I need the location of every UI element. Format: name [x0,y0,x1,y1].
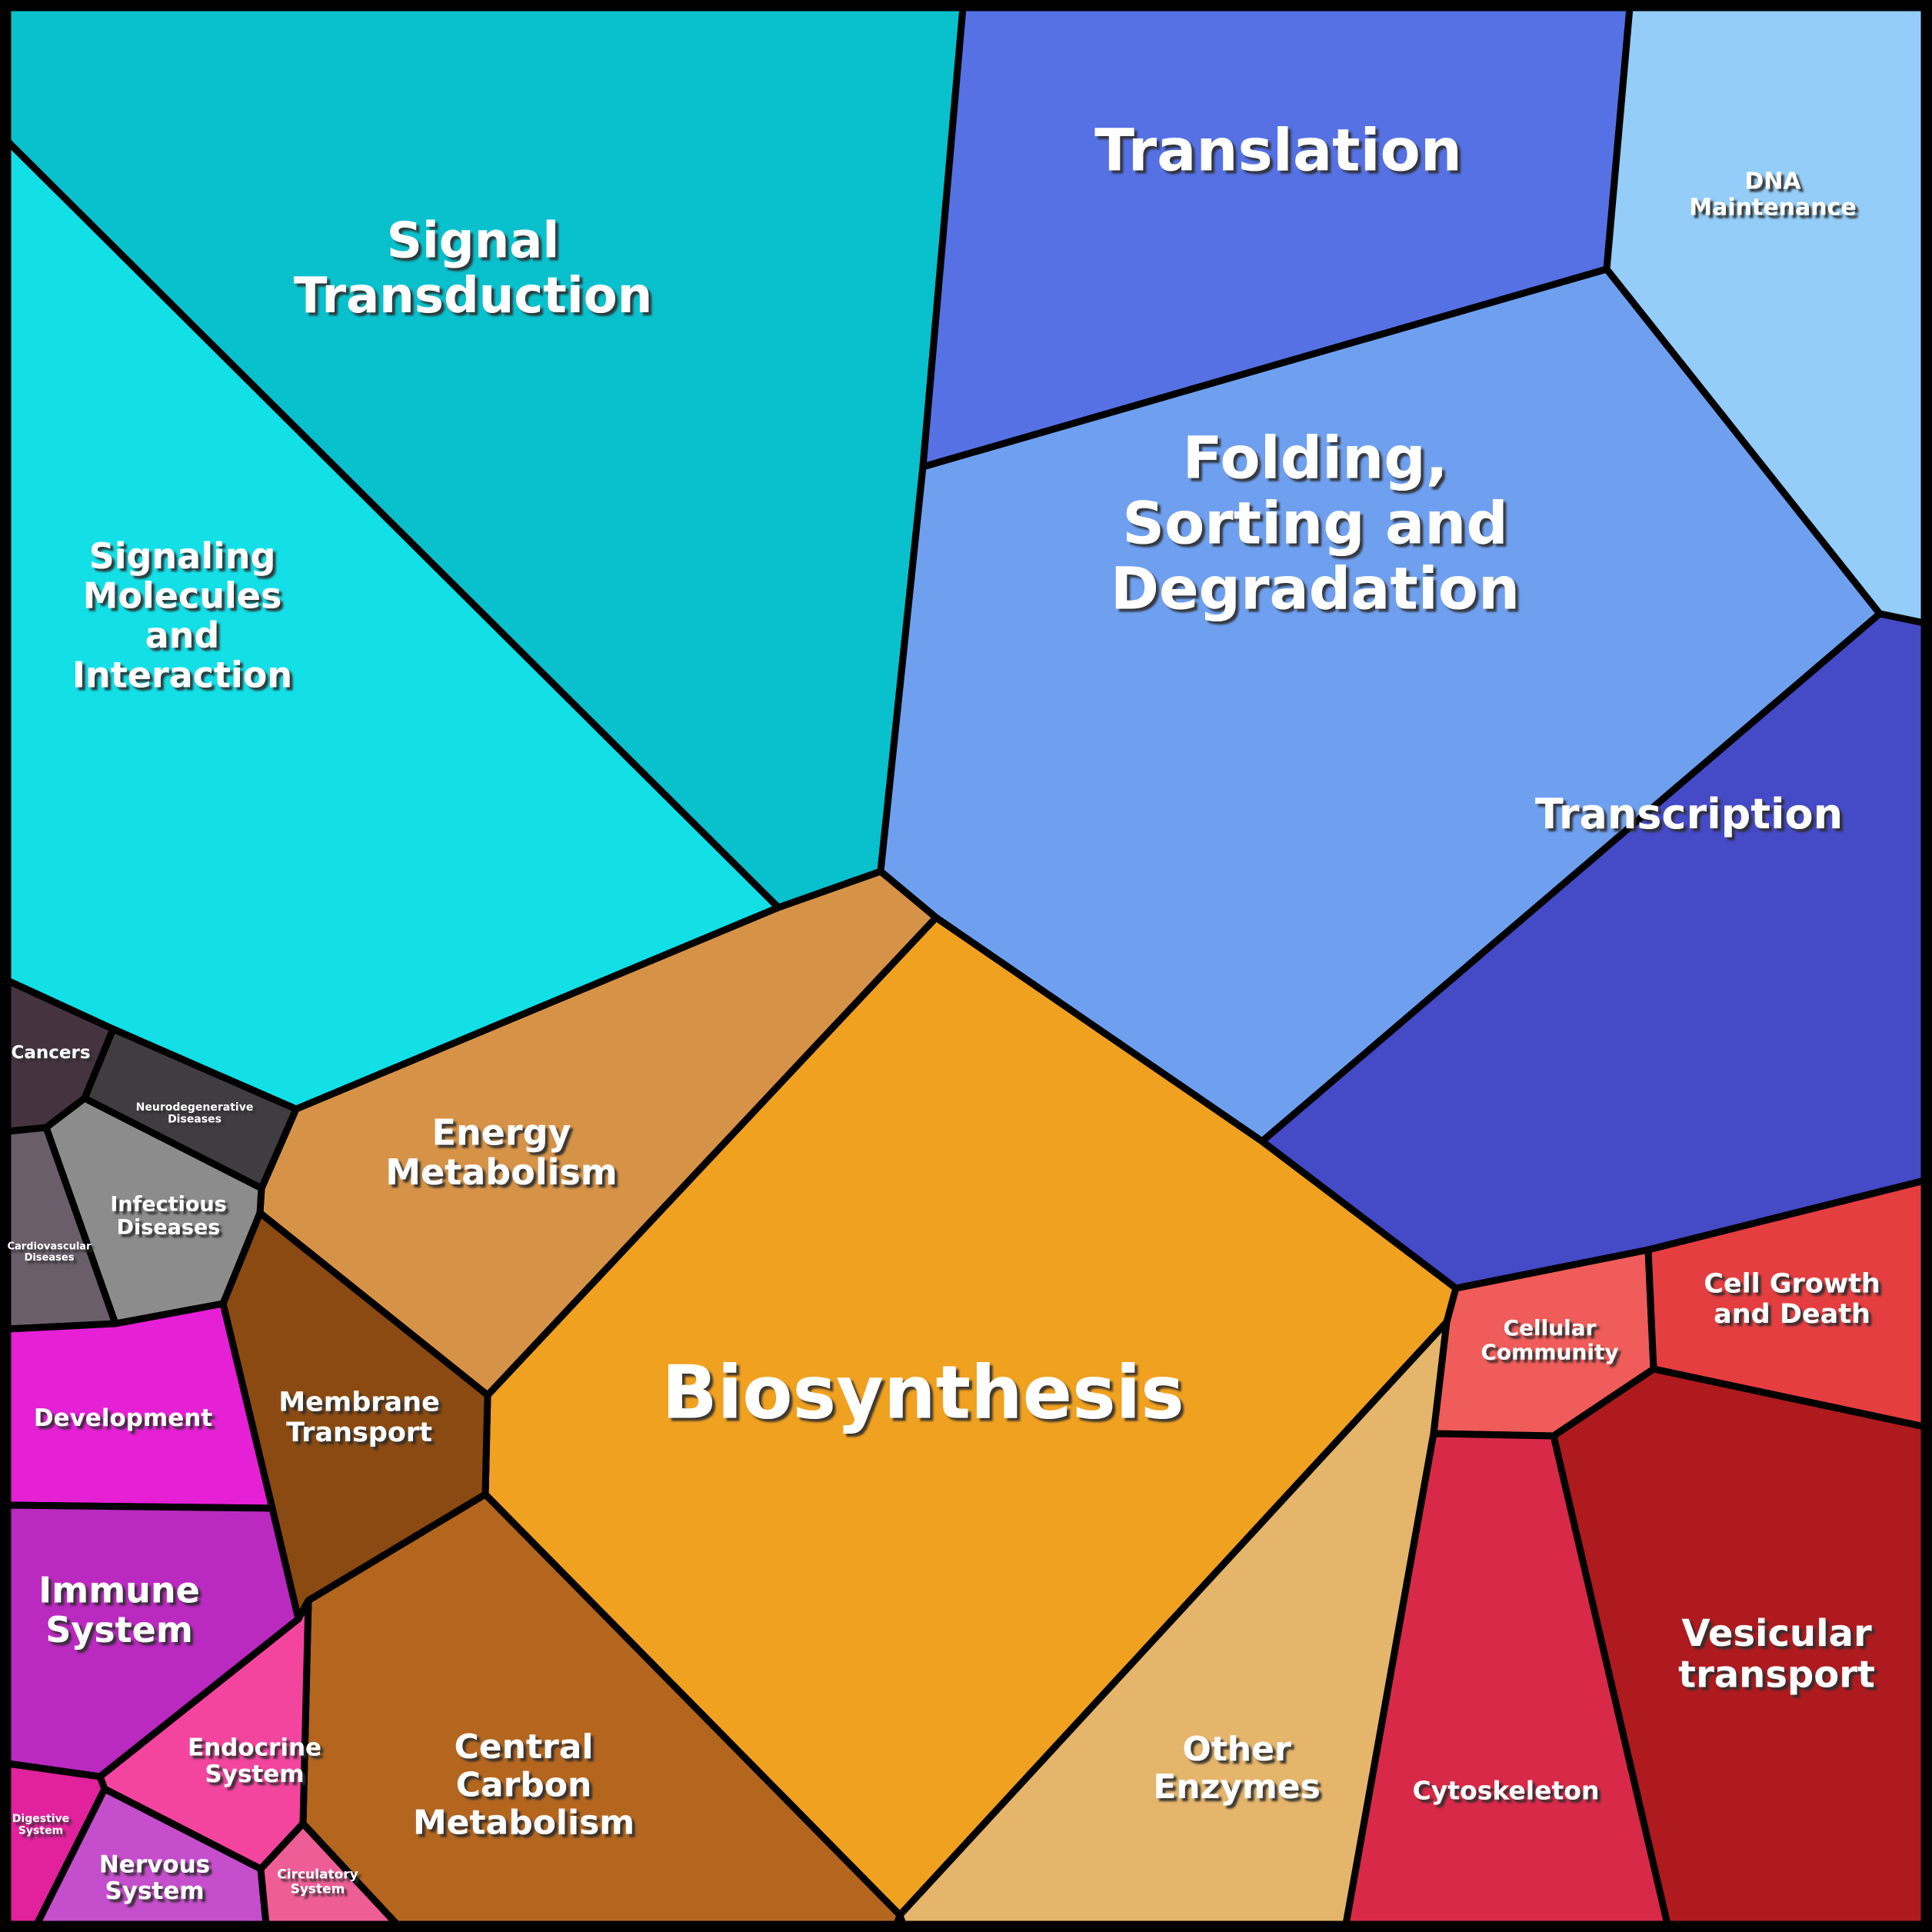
region-label-line: Transduction [294,268,652,325]
region-label-line: Biosynthesis [661,1351,1184,1435]
region-label-cytoskeleton: Cytoskeleton [1413,1776,1600,1806]
region-label-line: System [45,1609,193,1651]
region-label-line: Cytoskeleton [1413,1776,1600,1806]
region-label-line: Transcription [1535,790,1843,838]
region-label-line: Central [455,1727,594,1767]
region-label-line: Molecules [83,575,282,616]
region-label-line: Community [1481,1339,1618,1364]
region-label-line: Metabolism [385,1151,617,1193]
region-label-line: Enzymes [1153,1767,1321,1807]
region-label-line: Maintenance [1689,194,1857,221]
region-label-line: Signal [387,213,560,270]
region-label-translation: Translation [1094,116,1462,185]
region-development [4,1300,276,1512]
region-label-line: System [105,1877,204,1905]
region-label-line: Diseases [117,1216,221,1240]
region-label-line: Diseases [168,1114,222,1126]
region-label-line: Cardiovascular [7,1241,92,1252]
region-label-line: Metabolism [413,1804,635,1843]
region-label-line: Translation [1094,116,1462,185]
region-label-line: Membrane [278,1387,440,1418]
region-label-cancers: Cancers [11,1043,90,1063]
region-label-biosynthesis: Biosynthesis [661,1351,1184,1435]
region-label-line: System [291,1881,345,1897]
region-label-line: System [205,1760,304,1788]
region-label-line: Nervous [99,1850,210,1878]
region-label-line: Sorting and [1122,489,1508,558]
region-label-line: Cellular [1504,1315,1597,1341]
region-vesicular-transport [1550,1365,1928,1928]
region-label-line: System [18,1825,63,1837]
region-label-line: Circulatory [277,1867,358,1882]
region-label-line: Endocrine [188,1734,321,1761]
region-label-development: Development [34,1404,212,1432]
region-label-line: Folding, [1183,423,1448,491]
region-label-transcription: Transcription [1535,790,1843,838]
region-label-line: Diseases [25,1252,75,1264]
region-label-line: DNA [1744,168,1801,195]
region-label-line: Neurodegenerative [136,1101,254,1114]
region-label-line: Digestive [12,1813,69,1825]
region-label-line: Immune [38,1569,200,1611]
region-label-line: Other [1182,1730,1291,1769]
region-label-line: Cell Growth [1704,1269,1880,1300]
region-label-line: Energy [432,1111,571,1153]
region-label-line: Vesicular [1681,1612,1872,1655]
region-label-line: Cancers [11,1043,90,1063]
region-label-line: Development [34,1404,212,1432]
region-label-line: Infectious [110,1192,226,1216]
region-label-line: transport [1678,1654,1875,1697]
region-label-line: Interaction [72,654,292,695]
region-label-line: and Death [1714,1299,1870,1330]
region-label-line: Transport [286,1417,432,1448]
region-cytoskeleton [1342,1430,1671,1928]
region-label-line: and [145,615,220,656]
region-label-line: Degradation [1111,555,1520,623]
region-label-line: Signaling [89,535,276,577]
region-label-line: Carbon [456,1765,592,1804]
treemap-cells [4,4,1928,1928]
region-circulatory-system [257,1820,401,1928]
